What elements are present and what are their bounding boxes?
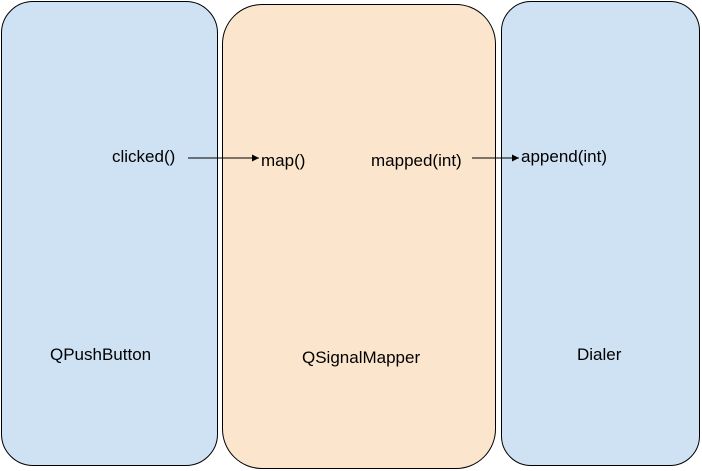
dialer-box [501, 1, 700, 466]
qsignalmapper-box [222, 4, 496, 469]
qsignalmapper-label: QSignalMapper [302, 348, 421, 367]
map-slot-label: map() [261, 151, 306, 170]
dialer-label: Dialer [577, 345, 622, 364]
mapped-signal-label: mapped(int) [371, 151, 462, 170]
append-slot-label: append(int) [521, 147, 608, 166]
qpushbutton-box [1, 1, 218, 466]
qpushbutton-label: QPushButton [50, 345, 152, 364]
clicked-signal-label: clicked() [112, 147, 176, 166]
